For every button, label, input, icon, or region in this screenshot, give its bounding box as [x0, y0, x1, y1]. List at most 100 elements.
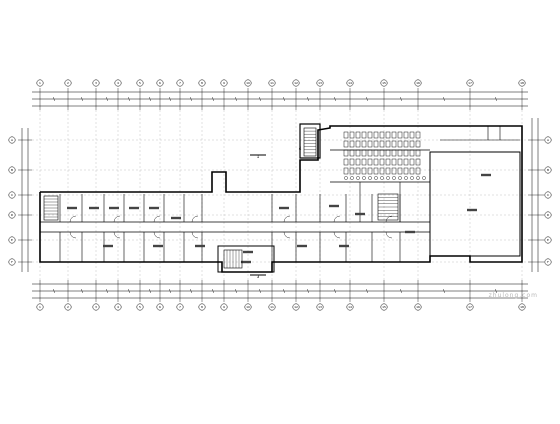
axis-label-top: 5 — [139, 81, 141, 85]
axis-label-left: E — [11, 238, 13, 242]
dimension-tick — [334, 288, 336, 294]
dimension-tick — [443, 288, 445, 294]
axis-bubble-bottom — [64, 303, 72, 311]
auditorium-seat — [403, 158, 409, 166]
dimension-tick — [259, 288, 261, 294]
axis-bubble-bottom — [316, 303, 324, 311]
building-walls — [39, 123, 523, 273]
axis-label-top: 16 — [416, 81, 420, 85]
room-label-block — [67, 206, 77, 210]
axis-label-right: E — [547, 238, 549, 242]
auditorium-seat — [409, 167, 415, 175]
auditorium-seat — [386, 176, 390, 180]
axis-bubble-bottom — [176, 303, 184, 311]
axis-bubble-top — [380, 79, 388, 87]
axis-bubble-left — [8, 166, 16, 174]
section-marker-label: 3 — [257, 274, 260, 279]
axis-label-right: A — [547, 138, 550, 142]
door-swing — [153, 215, 161, 223]
auditorium-seat — [349, 140, 355, 148]
auditorium-seat — [355, 167, 361, 175]
axis-label-bottom: 8 — [201, 305, 203, 309]
axis-label-top: 12 — [294, 81, 298, 85]
dimension-tick — [400, 96, 402, 102]
axis-bubble-right — [544, 236, 552, 244]
axis-label-top: 3 — [95, 81, 97, 85]
watermark: zhulong.com — [488, 292, 538, 299]
axis-label-top: 14 — [348, 81, 352, 85]
dimension-tick — [106, 288, 108, 294]
dimension-tick — [190, 288, 192, 294]
axis-label-bottom: 2 — [67, 305, 69, 309]
door-swing — [333, 215, 341, 223]
dimension-tick — [307, 288, 309, 294]
axis-bubble-bottom — [380, 303, 388, 311]
auditorium-seat — [415, 167, 421, 175]
axis-label-bottom: 15 — [382, 305, 386, 309]
dimension-tick — [128, 288, 130, 294]
auditorium-seat — [398, 176, 402, 180]
axis-grid-lines — [32, 110, 528, 280]
section-marker-label: 4 — [299, 146, 302, 151]
auditorium-seat — [415, 140, 421, 148]
axis-label-bottom: 1 — [39, 305, 41, 309]
auditorium-seat — [391, 167, 397, 175]
room-label-block — [481, 173, 491, 177]
auditorium-seat — [379, 140, 385, 148]
axis-label-top: 8 — [201, 81, 203, 85]
auditorium-seat — [379, 131, 385, 139]
section-markers: 143 — [250, 146, 302, 279]
axis-label-top: 6 — [159, 81, 161, 85]
dimension-tick — [283, 288, 285, 294]
auditorium-seat — [373, 167, 379, 175]
auditorium-seat — [397, 149, 403, 157]
door-swing — [191, 215, 199, 223]
axis-bubble-top — [466, 79, 474, 87]
axis-bubble-bottom — [156, 303, 164, 311]
auditorium-seat — [385, 131, 391, 139]
exterior-wall — [39, 125, 523, 273]
auditorium-seat — [343, 149, 349, 157]
dimension-tick — [169, 288, 171, 294]
auditorium-seat — [415, 131, 421, 139]
axis-bubble-top — [316, 79, 324, 87]
axis-bubble-bottom — [36, 303, 44, 311]
axis-bubble-bottom — [220, 303, 228, 311]
axis-label-bottom: 9 — [223, 305, 225, 309]
auditorium-seat — [343, 140, 349, 148]
auditorium-seat — [361, 131, 367, 139]
room-label-block — [297, 244, 307, 248]
dimension-lines — [18, 88, 544, 302]
axis-bubble-top — [92, 79, 100, 87]
door-swing — [283, 215, 291, 223]
room-label-block — [109, 206, 119, 210]
dimension-tick — [495, 288, 497, 294]
auditorium-seat — [343, 158, 349, 166]
axis-bubble-bottom — [114, 303, 122, 311]
auditorium-seat — [416, 176, 420, 180]
auditorium-seat — [397, 131, 403, 139]
axis-bubble-top — [292, 79, 300, 87]
dimension-tick — [366, 96, 368, 102]
room-label-block — [149, 206, 159, 210]
axis-label-bottom: 6 — [159, 305, 161, 309]
axis-label-left: D — [11, 213, 14, 217]
axis-bubble-top — [220, 79, 228, 87]
room-label-block — [405, 230, 415, 234]
auditorium-seat — [403, 131, 409, 139]
axis-bubble-left — [8, 236, 16, 244]
axis-bubble-top — [346, 79, 354, 87]
door-swing — [113, 215, 121, 223]
axis-label-left: B — [11, 168, 13, 172]
dimension-tick — [443, 96, 445, 102]
room-label-block — [129, 206, 139, 210]
dimension-tick — [307, 96, 309, 102]
dimension-tick — [53, 288, 55, 294]
dimension-tick — [400, 288, 402, 294]
auditorium-seat — [349, 167, 355, 175]
axis-bubble-right — [544, 211, 552, 219]
axis-bubble-bottom — [268, 303, 276, 311]
auditorium-seat — [355, 158, 361, 166]
axis-label-top: 2 — [67, 81, 69, 85]
